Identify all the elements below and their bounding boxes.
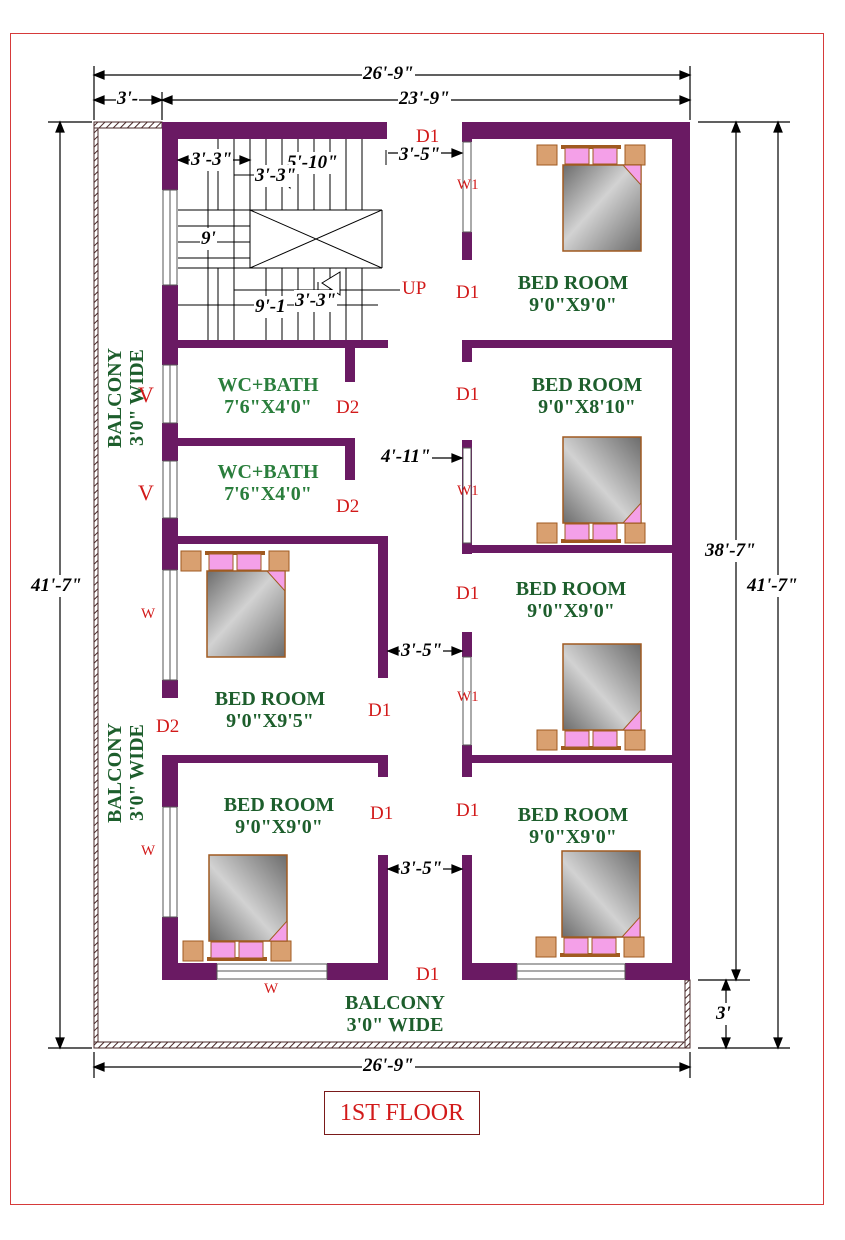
- window-tag-w1: W1: [457, 483, 479, 499]
- balcony-outline: [93, 121, 691, 1049]
- room-bed-6: BED ROOM 9'0"X9'0": [214, 794, 344, 838]
- dim-stair-3-3b: 3'-3": [254, 165, 298, 187]
- dim-stair-9: 9': [200, 228, 217, 250]
- room-size: 9'0"X9'0": [529, 826, 617, 848]
- door-tag-d1: D1: [456, 583, 480, 604]
- dim-top-overall: 26'-9": [362, 63, 415, 85]
- stair-up-label: UP: [402, 278, 427, 299]
- walls: [162, 122, 690, 980]
- dim-right-inner: 38'-7": [704, 540, 757, 562]
- dim-bottom-overall: 26'-9": [362, 1055, 415, 1077]
- room-name: BED ROOM: [214, 688, 326, 710]
- room-name: BED ROOM: [517, 804, 629, 826]
- window-tag-w1: W1: [457, 689, 479, 705]
- floor-title: 1ST FLOOR: [324, 1091, 480, 1135]
- sheet-border: [10, 33, 824, 1205]
- room-wc-bath-1: WC+BATH 7'6"X4'0": [203, 374, 333, 418]
- dim-stair-5-10: 5'-10": [286, 152, 339, 174]
- window-tag-w: W: [141, 606, 156, 622]
- door-tag-d1: D1: [370, 803, 394, 824]
- balcony-size: 3'0" WIDE: [346, 1014, 444, 1036]
- room-size: 9'0"X9'0": [235, 816, 323, 838]
- room-size: 9'0"X9'5": [226, 710, 314, 732]
- dim-stair-3-3a: 3'-3": [190, 149, 234, 171]
- dim-top-main: 23'-9": [398, 88, 451, 110]
- bed-room-5-bed: [180, 550, 290, 658]
- room-bed-4: BED ROOM 9'0"X9'0": [508, 804, 638, 848]
- dim-right-balcony: 3': [715, 1003, 732, 1025]
- room-name: WC+BATH: [217, 461, 319, 483]
- dim-top-balcony: 3'-: [116, 88, 140, 110]
- room-name: BED ROOM: [223, 794, 335, 816]
- dim-stair-9-1: 9'-1: [254, 296, 287, 318]
- door-tag-d2: D2: [336, 397, 360, 418]
- door-tag-d1: D1: [416, 126, 440, 147]
- room-bed-5: BED ROOM 9'0"X9'5": [205, 688, 335, 732]
- balcony-name: BALCONY: [104, 722, 126, 823]
- window-tag-w: W: [264, 981, 279, 997]
- vent-tag-v: V: [138, 382, 154, 407]
- dim-passage-4-11: 4'-11": [380, 446, 432, 468]
- door-tag-d1: D1: [456, 800, 480, 821]
- dim-passage-top: 3'-5": [398, 144, 442, 166]
- window-tag-w: W: [141, 843, 156, 859]
- door-tag-d1: D1: [368, 700, 392, 721]
- room-wc-bath-2: WC+BATH 7'6"X4'0": [203, 461, 333, 505]
- room-name: BED ROOM: [531, 374, 643, 396]
- balcony-left-lower: BALCONY 3'0" WIDE: [104, 710, 148, 835]
- door-tag-d1: D1: [456, 282, 480, 303]
- windows: [162, 141, 626, 980]
- bed-room-4-bed: [535, 850, 645, 958]
- vent-tag-v: V: [138, 480, 154, 505]
- door-tag-d2: D2: [336, 496, 360, 517]
- balcony-name: BALCONY: [344, 992, 445, 1014]
- room-size: 7'6"X4'0": [224, 396, 312, 418]
- dim-passage-mid: 3'-5": [400, 640, 444, 662]
- bed-room-6-bed: [182, 854, 292, 962]
- dim-right-overall: 41'-7": [746, 575, 799, 597]
- door-tag-d1: D1: [456, 384, 480, 405]
- room-size: 9'0"X8'10": [538, 396, 636, 418]
- room-size: 9'0"X9'0": [527, 600, 615, 622]
- dim-stair-3-3c: 3'-3": [294, 290, 338, 312]
- room-name: WC+BATH: [217, 374, 319, 396]
- bed-room-3-bed: [536, 643, 646, 751]
- room-bed-1: BED ROOM 9'0"X9'0": [508, 272, 638, 316]
- door-tag-d2: D2: [156, 716, 180, 737]
- door-tag-d1: D1: [416, 964, 440, 985]
- balcony-bottom: BALCONY 3'0" WIDE: [330, 992, 460, 1036]
- bed-room-2-bed: [536, 436, 646, 544]
- balcony-name: BALCONY: [104, 348, 126, 449]
- room-bed-3: BED ROOM 9'0"X9'0": [506, 578, 636, 622]
- dim-passage-bottom: 3'-5": [400, 858, 444, 880]
- room-bed-2: BED ROOM 9'0"X8'10": [522, 374, 652, 418]
- room-name: BED ROOM: [517, 272, 629, 294]
- room-name: BED ROOM: [515, 578, 627, 600]
- room-size: 7'6"X4'0": [224, 483, 312, 505]
- bed-room-1-bed: [536, 144, 646, 252]
- dim-left-height: 41'-7": [30, 575, 83, 597]
- room-size: 9'0"X9'0": [529, 294, 617, 316]
- window-tag-w1: W1: [457, 177, 479, 193]
- balcony-size: 3'0" WIDE: [126, 724, 148, 821]
